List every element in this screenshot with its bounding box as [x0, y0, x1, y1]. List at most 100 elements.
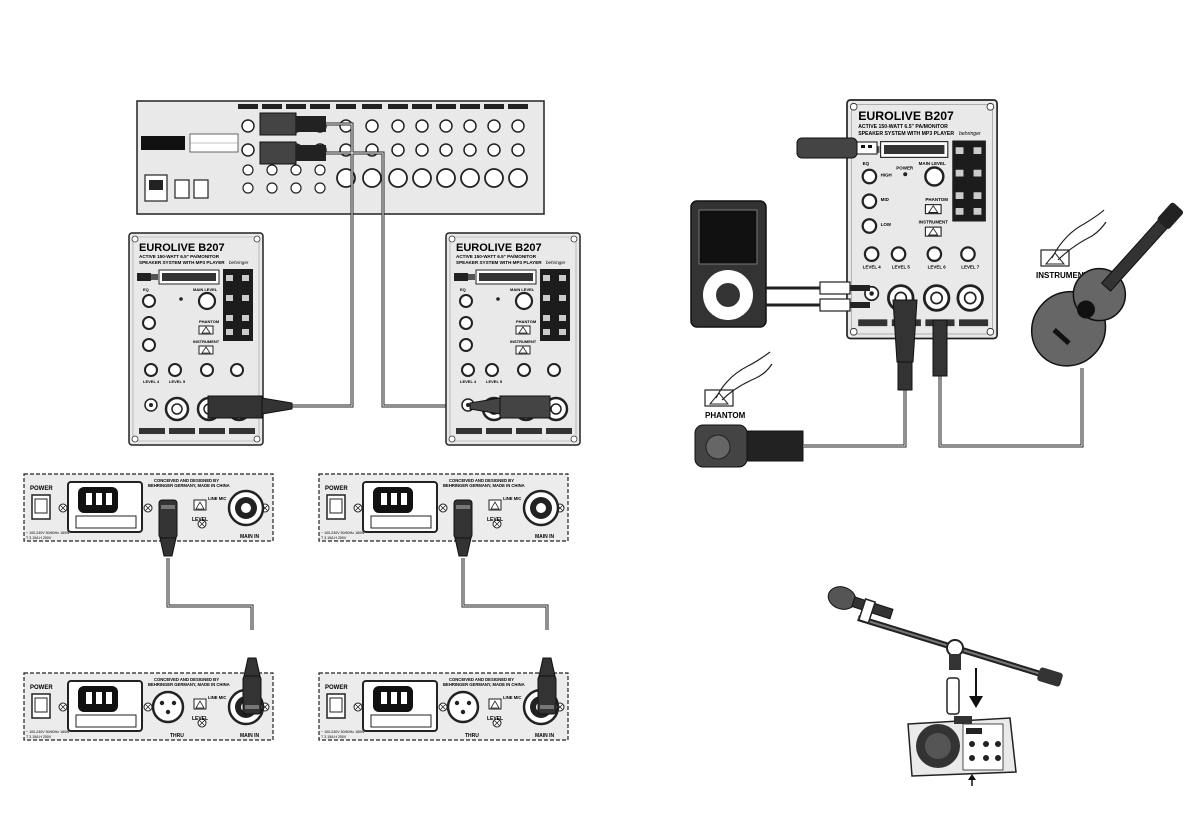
svg-text:PHANTOM: PHANTOM: [925, 197, 948, 202]
svg-text:MAIN IN: MAIN IN: [535, 733, 555, 739]
svg-text:ACTIVE 150-WATT 6.5" PA/MONITO: ACTIVE 150-WATT 6.5" PA/MONITOR: [456, 254, 537, 259]
svg-text:POWER: POWER: [325, 486, 348, 492]
svg-text:T 3.15A H 250V: T 3.15A H 250V: [26, 735, 52, 739]
svg-text:INSTRUMENT: INSTRUMENT: [193, 339, 220, 344]
usb-stick: [796, 137, 878, 159]
instrument-hand-icon: [1040, 209, 1107, 267]
thru-jacks: [151, 690, 480, 724]
svg-text:PHANTOM: PHANTOM: [516, 319, 537, 324]
svg-text:LEVEL 5: LEVEL 5: [486, 379, 503, 384]
mixer-rca-jack: [266, 164, 278, 176]
svg-text:EUROLIVE B207: EUROLIVE B207: [858, 109, 954, 123]
svg-text:~ 100-240V 50/60Hz 180W: ~ 100-240V 50/60Hz 180W: [321, 730, 365, 734]
mixer-jack: [415, 143, 429, 157]
mixer-channel-strip: [238, 104, 258, 109]
svg-text:~ 100-240V 50/60Hz 180W: ~ 100-240V 50/60Hz 180W: [321, 531, 365, 535]
svg-text:T 3.15A H 250V: T 3.15A H 250V: [321, 735, 347, 739]
svg-text:SPEAKER SYSTEM WITH MP3 PLAYER: SPEAKER SYSTEM WITH MP3 PLAYER: [456, 260, 542, 265]
mixer-jack: [439, 143, 453, 157]
svg-text:CONCEIVED AND DESIGNED BY: CONCEIVED AND DESIGNED BY: [449, 478, 514, 483]
svg-text:LEVEL 7: LEVEL 7: [961, 265, 980, 270]
svg-text:behringer: behringer: [546, 260, 566, 265]
mixer-jack: [339, 119, 353, 133]
svg-text:LEVEL 5: LEVEL 5: [892, 265, 911, 270]
mixer-jack: [511, 143, 525, 157]
mixer-rca-jack: [314, 164, 326, 176]
svg-text:POWER: POWER: [896, 166, 914, 171]
mixer-main-out-plugs: [259, 112, 326, 165]
mixer-channel-strip: [484, 104, 504, 109]
mixer-jack: [487, 143, 501, 157]
svg-text:POWER: POWER: [30, 685, 53, 691]
svg-text:POWER: POWER: [325, 685, 348, 691]
svg-text:MAIN IN: MAIN IN: [240, 534, 260, 540]
mixer-jack: [365, 119, 379, 133]
mixer-xlr-jack: [460, 168, 480, 188]
svg-text:LEVEL 4: LEVEL 4: [460, 379, 477, 384]
svg-text:MAIN LEVEL: MAIN LEVEL: [193, 287, 218, 292]
mixer-xlr-jack: [362, 168, 382, 188]
mixer-rca-jack: [290, 164, 302, 176]
svg-text:LEVEL 5: LEVEL 5: [169, 379, 186, 384]
svg-text:LEVEL: LEVEL: [487, 716, 503, 722]
mixer-channel-strip: [460, 104, 480, 109]
svg-text:MAIN IN: MAIN IN: [240, 733, 260, 739]
svg-text:POWER: POWER: [30, 486, 53, 492]
mixer-jack: [415, 119, 429, 133]
daisy-chain-cables: [158, 499, 557, 715]
svg-text:ACTIVE 150-WATT 6.5" PA/MONITO: ACTIVE 150-WATT 6.5" PA/MONITOR: [139, 254, 220, 259]
mixer-channel-strip: [362, 104, 382, 109]
svg-text:CONCEIVED AND DESIGNED BY: CONCEIVED AND DESIGNED BY: [154, 677, 219, 682]
svg-text:LOW: LOW: [881, 222, 892, 227]
mixer-rca-jack: [314, 182, 326, 194]
mixer-channel-strip: [310, 104, 330, 109]
mixer-jack: [487, 119, 501, 133]
svg-text:LEVEL: LEVEL: [192, 716, 208, 722]
svg-text:LINE MIC: LINE MIC: [208, 496, 226, 501]
mount-arrow-icon: [969, 668, 983, 708]
mp3-player: [690, 200, 767, 328]
acoustic-guitar: [1030, 202, 1184, 367]
svg-text:T 3.15A H 250V: T 3.15A H 250V: [26, 536, 52, 540]
mixer-jack: [463, 143, 477, 157]
svg-text:BEHRINGER GERMANY, MADE IN CHI: BEHRINGER GERMANY, MADE IN CHINA: [443, 483, 525, 488]
mixer-rear-panel: [136, 100, 545, 215]
phantom-callout: PHANTOM: [705, 411, 746, 420]
svg-text:EQ: EQ: [863, 161, 870, 166]
svg-text:EQ: EQ: [460, 287, 466, 292]
mixer-jack: [391, 143, 405, 157]
svg-text:CONCEIVED AND DESIGNED BY: CONCEIVED AND DESIGNED BY: [154, 478, 219, 483]
svg-text:EQ: EQ: [143, 287, 149, 292]
rear-panel-bottom-right: POWER CONCEIVED AND DESIGNED BY BEHRINGE…: [317, 671, 570, 742]
mixer-channel-strip: [436, 104, 456, 109]
speaker-front-panel-left: EUROLIVE B207 ACTIVE 150-WATT 6.5" PA/MO…: [127, 231, 265, 447]
mixer-rca-jack: [242, 182, 254, 194]
svg-text:BEHRINGER GERMANY, MADE IN CHI: BEHRINGER GERMANY, MADE IN CHINA: [443, 682, 525, 687]
rear-panel-bottom-left: POWER CONCEIVED AND DESIGNED BY BEHRINGE…: [22, 671, 275, 742]
svg-text:PHANTOM: PHANTOM: [199, 319, 220, 324]
svg-text:T 3.15A H 250V: T 3.15A H 250V: [321, 536, 347, 540]
mixer-jack: [439, 119, 453, 133]
mixer-jack: [241, 119, 255, 133]
svg-text:EUROLIVE B207: EUROLIVE B207: [456, 242, 542, 254]
mixer-jack: [241, 143, 255, 157]
svg-text:LINE MIC: LINE MIC: [208, 695, 226, 700]
svg-text:MAIN IN: MAIN IN: [535, 534, 555, 540]
mixer-channel-strip: [336, 104, 356, 109]
mic-cable: [803, 299, 918, 448]
mixer-xlr-jack: [508, 168, 528, 188]
svg-text:behringer: behringer: [959, 131, 981, 137]
mixer-channel-strip: [286, 104, 306, 109]
speaker-front-panel-right: EUROLIVE B207 ACTIVE 150-WATT 6.5" PA/MO…: [444, 231, 582, 447]
mixer-xlr-jack: [484, 168, 504, 188]
mixer-channel-strip: [262, 104, 282, 109]
svg-text:~ 100-240V 50/60Hz 180W: ~ 100-240V 50/60Hz 180W: [26, 531, 70, 535]
mixer-xlr-jack: [436, 168, 456, 188]
svg-text:EUROLIVE B207: EUROLIVE B207: [139, 242, 225, 254]
svg-text:~ 100-240V 50/60Hz 180W: ~ 100-240V 50/60Hz 180W: [26, 730, 70, 734]
svg-text:THRU: THRU: [465, 733, 479, 739]
mixer-jack: [511, 119, 525, 133]
svg-text:ACTIVE 150-WATT 6.5" PA/MONITO: ACTIVE 150-WATT 6.5" PA/MONITOR: [858, 124, 948, 130]
mixer-rca-jack: [242, 164, 254, 176]
svg-text:MAIN LEVEL: MAIN LEVEL: [919, 161, 946, 166]
